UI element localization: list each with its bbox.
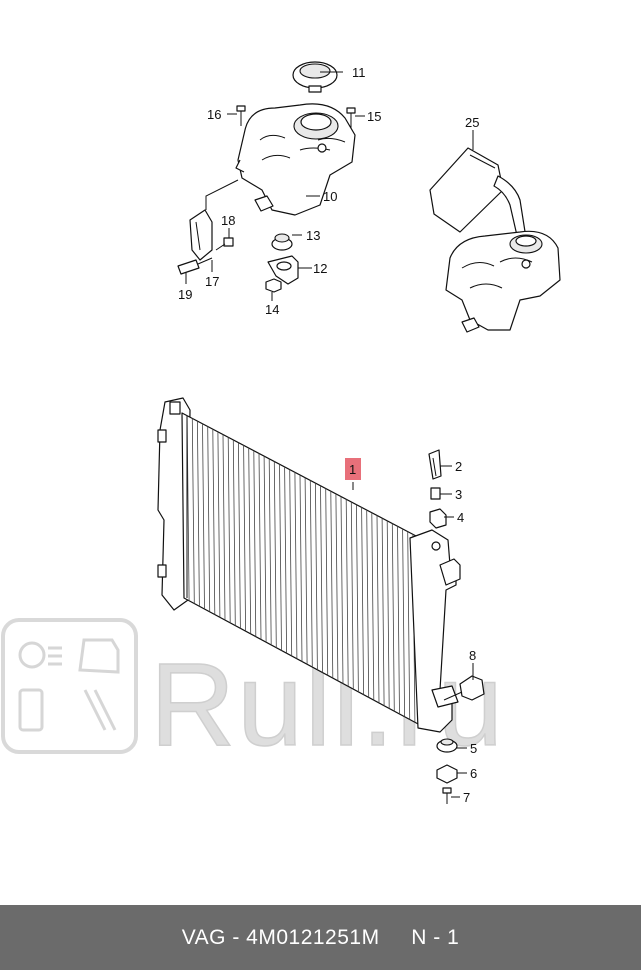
grommet-part-13: [271, 233, 293, 251]
callout-14: 14: [265, 302, 279, 317]
callout-labels: 11 16 15 10 18 13 12 19 17 14 25 1 2 3 4…: [178, 65, 479, 805]
bush-part-3: [430, 487, 441, 500]
bolt-part-16: [236, 105, 246, 126]
bolt-part-19: [177, 257, 213, 275]
bracket-part-17: [189, 179, 239, 261]
highlight-box-part-1: [345, 458, 361, 480]
footer-brand: VAG: [181, 925, 226, 949]
bolt-part-7: [442, 787, 452, 804]
radiator-fittings: [428, 449, 485, 804]
expansion-tank-part-25: [445, 230, 561, 333]
footer-position: N - 1: [411, 925, 460, 949]
callout-5: 5: [470, 741, 477, 756]
watermark-logo-icon: [18, 638, 120, 732]
tank-part-10: [235, 103, 356, 216]
parts-diagram: Ruli.ru: [1, 61, 561, 805]
expansion-tank-assembly: [177, 61, 356, 293]
callout-16: 16: [207, 107, 221, 122]
callout-19: 19: [178, 287, 192, 302]
callout-10: 10: [323, 189, 337, 204]
callout-25: 25: [465, 115, 479, 130]
callout-3: 3: [455, 487, 462, 502]
callout-15: 15: [367, 109, 381, 124]
footer-part-number: 4M0121251M: [246, 925, 380, 949]
callout-12: 12: [313, 261, 327, 276]
callout-8: 8: [469, 648, 476, 663]
callout-2: 2: [455, 459, 462, 474]
mount-part-4: [429, 508, 447, 529]
mount-part-8: [443, 675, 485, 701]
callout-11: 11: [352, 65, 366, 80]
callout-6: 6: [470, 766, 477, 781]
cap-part-11: [292, 61, 338, 93]
footer-separator: -: [226, 925, 247, 949]
leaders-top: [185, 71, 365, 301]
callout-1: 1: [349, 462, 356, 477]
bolt-part-15: [346, 107, 356, 128]
nut-part-14: [265, 278, 282, 293]
coolant-bottle-part-25: [429, 147, 527, 241]
bracket-part-12: [267, 255, 299, 285]
bolt-part-18: [215, 237, 234, 251]
footer-gap: [380, 926, 412, 950]
callout-7: 7: [463, 790, 470, 805]
coolant-fill-assembly: [429, 130, 561, 333]
callout-18: 18: [221, 213, 235, 228]
callout-4: 4: [457, 510, 464, 525]
bush-part-6: [436, 764, 458, 784]
callout-17: 17: [205, 274, 219, 289]
callout-13: 13: [306, 228, 320, 243]
leaders-radiator: [352, 465, 474, 798]
mount-part-5: [436, 738, 458, 753]
radiator-part-1: [157, 397, 461, 733]
footer-bar: VAG - 4M0121251M N - 1: [0, 905, 641, 970]
clip-part-2: [428, 449, 442, 480]
